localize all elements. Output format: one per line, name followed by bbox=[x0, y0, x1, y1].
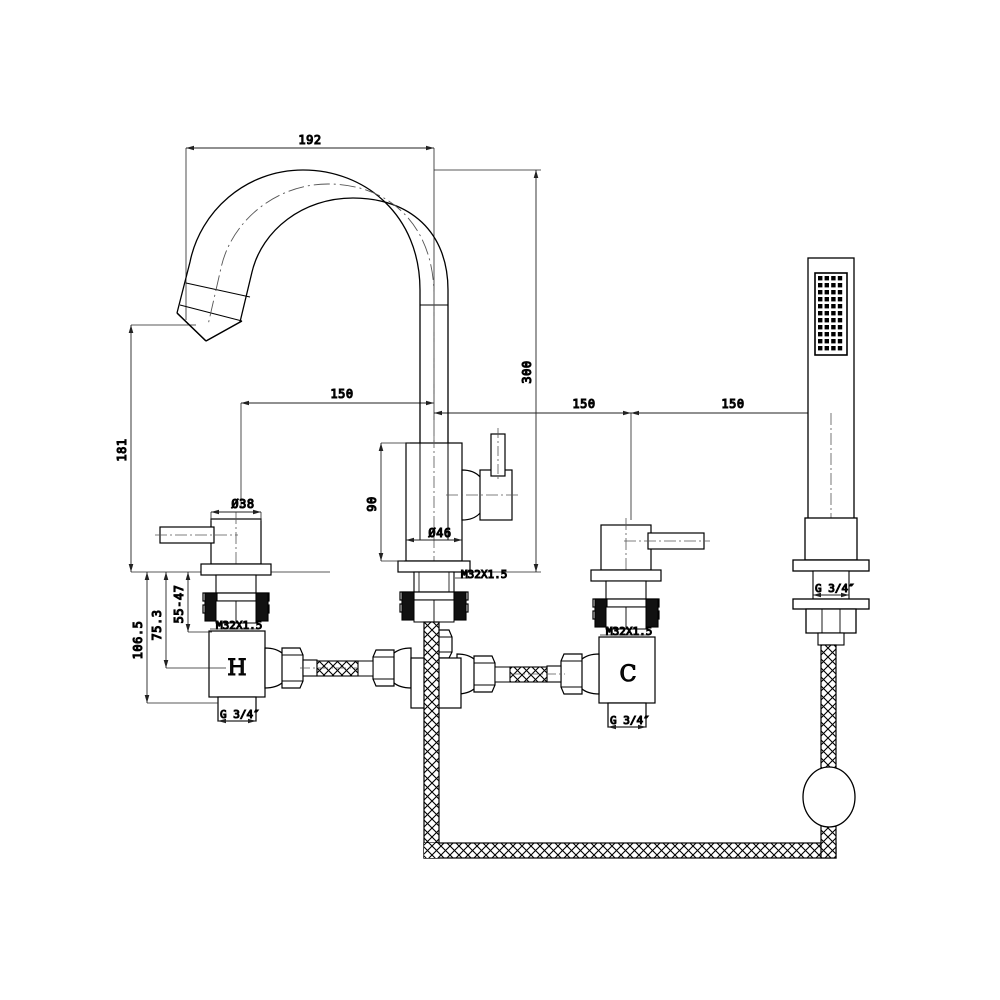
dimension-label-192: 192 bbox=[298, 133, 321, 147]
spout-deck-mount bbox=[399, 591, 469, 623]
dimension-spacing-center: 150 bbox=[434, 396, 632, 520]
dimension-spout-tip-height: 181 bbox=[114, 324, 330, 573]
dimension-handle-diameter: Ø38 bbox=[210, 496, 262, 521]
inlet-label-right-group: G 3/4″ bbox=[608, 713, 650, 730]
dimension-label-106-5: 106.5 bbox=[131, 621, 145, 660]
dimension-spout-diameter: Ø46 bbox=[406, 525, 462, 543]
spray-holes bbox=[818, 276, 843, 351]
dimension-label-d38: Ø38 bbox=[231, 497, 254, 511]
hose-weight bbox=[802, 766, 856, 828]
braided-connector-right bbox=[456, 653, 565, 695]
dimension-diverter-height: 90 bbox=[364, 442, 410, 562]
hot-marker-label: H bbox=[227, 656, 246, 681]
inlet-label-left: G 3/4″ bbox=[220, 708, 260, 721]
dimension-label-150-left: 150 bbox=[330, 387, 353, 401]
thread-label-left-group: M32X1.5 bbox=[210, 618, 263, 633]
thread-label-right-group: M32X1.5 bbox=[600, 624, 653, 639]
dimension-spout-reach: 192 bbox=[185, 132, 435, 420]
hot-water-valve: H bbox=[155, 512, 318, 722]
gooseneck-spout bbox=[176, 169, 449, 540]
inlet-label-handshower: G 3/4″ bbox=[815, 582, 855, 595]
dimension-label-75-3: 75.3 bbox=[150, 610, 164, 641]
braided-connector-left bbox=[300, 647, 412, 689]
thread-label-left-valve: M32X1.5 bbox=[216, 619, 262, 632]
dimension-label-90: 90 bbox=[365, 496, 379, 511]
dimension-label-150-center: 150 bbox=[572, 397, 595, 411]
inlet-label-left-group: G 3/4″ bbox=[218, 707, 260, 724]
dimension-label-d46: Ø46 bbox=[428, 526, 451, 540]
dimension-label-55-47: 55-47 bbox=[172, 585, 186, 624]
cold-marker-label: C bbox=[620, 662, 637, 687]
cold-water-valve: C bbox=[546, 518, 710, 728]
dimension-label-300: 300 bbox=[520, 360, 534, 383]
thread-label-spout: M32X1.5 bbox=[461, 568, 507, 581]
braided-hose-loop bbox=[423, 621, 856, 859]
dimension-label-150-right: 150 bbox=[721, 397, 744, 411]
dimension-valve-stack: 106.5 75.3 55-47 bbox=[130, 572, 226, 704]
dimension-label-181: 181 bbox=[115, 438, 129, 461]
dimension-spacing-left: 150 bbox=[240, 386, 434, 508]
thread-label-right-valve: M32X1.5 bbox=[606, 625, 652, 638]
inlet-label-right: G 3/4″ bbox=[610, 714, 650, 727]
dimension-spacing-right: 150 bbox=[631, 396, 832, 520]
handshower-wand bbox=[792, 257, 870, 646]
inlet-label-handshower-group: G 3/4″ bbox=[813, 581, 855, 598]
thread-label-spout-group: M32X1.5 bbox=[455, 567, 508, 582]
